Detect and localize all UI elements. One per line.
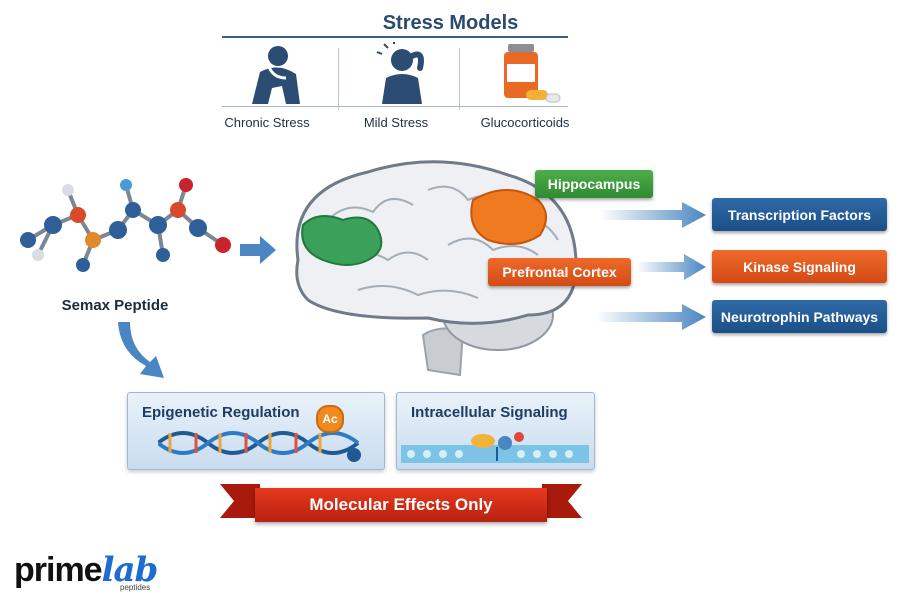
logo-subtitle: peptides [120, 583, 151, 592]
stress-separator-2 [459, 48, 460, 110]
pathway-label: Transcription Factors [727, 206, 872, 223]
peptide-to-panels-arrow [118, 322, 164, 378]
pathway-arrow-2 [636, 254, 706, 280]
stress-label-chronic: Chronic Stress [224, 115, 310, 130]
icon-baseline [222, 106, 568, 107]
hippocampus-label: Hippocampus [535, 170, 653, 198]
title-divider [222, 36, 568, 38]
pathway-label: Kinase Signaling [743, 258, 856, 275]
dna-helix-icon [158, 431, 361, 462]
primelab-logo: primelab [14, 550, 159, 590]
stress-label-mild: Mild Stress [363, 115, 429, 130]
pathway-neurotrophin: Neurotrophin Pathways [712, 300, 887, 333]
diagram-title: Stress Models [382, 12, 519, 34]
pathway-arrow-1 [600, 202, 706, 228]
peptide-label: Semax Peptide [61, 297, 169, 314]
semax-molecule-icon [20, 178, 231, 272]
stress-label-glucocorticoids: Glucocorticoids [480, 115, 570, 130]
stress-separator-1 [338, 48, 339, 110]
logo-prime-text: prime [14, 551, 103, 589]
molecular-effects-banner: Molecular Effects Only [255, 488, 547, 522]
hippocampus-label-text: Hippocampus [547, 176, 641, 192]
intracellular-label: Intracellular Signaling [411, 404, 568, 421]
mild-stress-icon [376, 42, 424, 104]
acetyl-badge: Ac [316, 405, 344, 433]
chronic-stress-icon [252, 46, 300, 104]
logo-lab-text: lab [101, 550, 159, 590]
epigenetic-regulation-panel: Epigenetic Regulation Ac [127, 392, 385, 470]
banner-ribbon [220, 484, 582, 518]
glucocorticoid-pills-icon [504, 44, 561, 103]
pathway-label: Neurotrophin Pathways [720, 308, 879, 325]
peptide-to-brain-arrow [240, 236, 276, 264]
pathway-transcription-factors: Transcription Factors [712, 198, 887, 231]
prefrontal-cortex-label: Prefrontal Cortex [488, 258, 631, 286]
epigenetic-label: Epigenetic Regulation [142, 404, 300, 421]
prefrontal-cortex-label-text: Prefrontal Cortex [502, 264, 617, 280]
pathway-kinase-signaling: Kinase Signaling [712, 250, 887, 283]
intracellular-signaling-panel: Intracellular Signaling [396, 392, 595, 470]
pathway-arrow-3 [596, 304, 706, 330]
membrane-signaling-icon [401, 432, 589, 463]
